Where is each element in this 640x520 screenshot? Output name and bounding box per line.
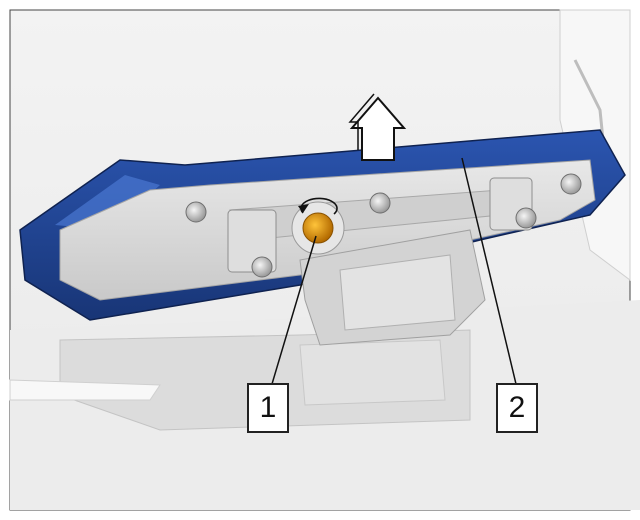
left-clip-housing [227,209,277,273]
trim-panel-highlight [55,175,160,230]
callout-label-2: 2 [496,383,538,433]
callout-label-1: 1 [247,383,289,433]
counterclockwise-arrow-icon [298,197,338,215]
bolt-head [515,207,537,229]
lower-body-cavity [299,339,446,406]
bolt-head [560,173,582,195]
bolt-head [251,256,273,278]
leader-line-1 [271,235,317,385]
center-support-face [339,254,456,331]
bolt-head [185,201,207,223]
lower-body-lip [9,379,161,401]
fastener-nut [302,212,334,244]
up-arrow-icon [348,93,407,161]
leader-line-2 [461,157,517,385]
bolt-head [369,192,391,214]
